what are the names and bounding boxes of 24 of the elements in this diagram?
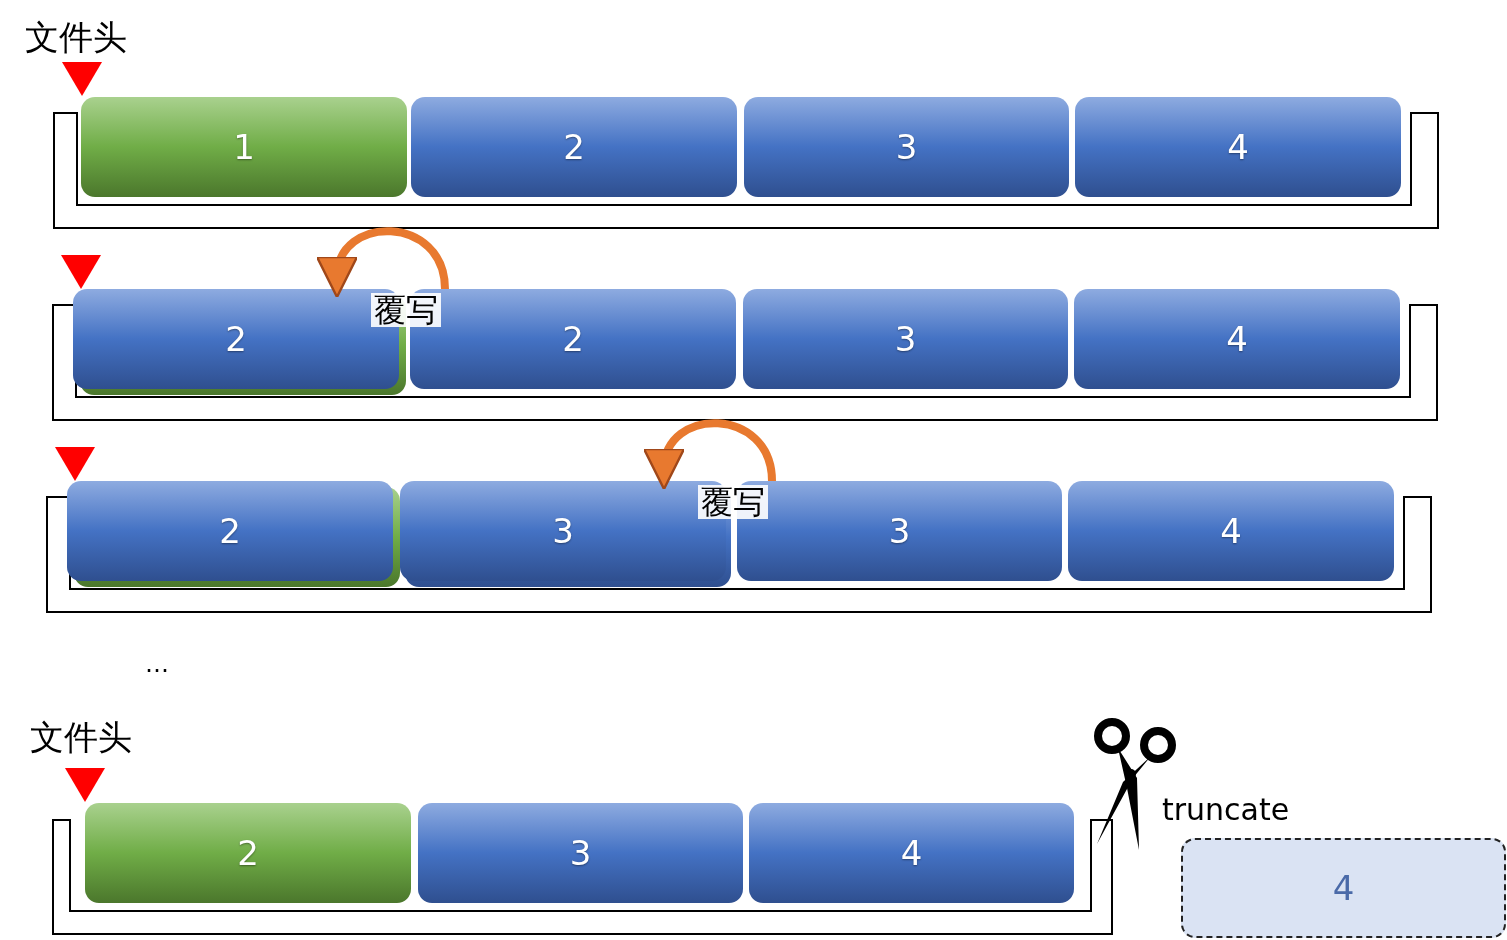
removed-block: 4 [1181,838,1506,938]
curved-arrow [318,227,449,298]
block: 2 [85,803,411,903]
caption-text: 文件头 [25,20,127,54]
tray-outline [52,289,1438,421]
curved-arrow [645,419,776,490]
block: 2 [411,97,737,197]
caption-text: truncate [1162,795,1290,825]
block: 2 [67,481,393,581]
caption-text: 文件头 [30,720,132,754]
tray-outline [52,803,1113,935]
block: 3 [418,803,743,903]
edge-label: 覆写 [698,485,768,519]
tray-outline [53,97,1439,229]
ellipsis-text: … [145,652,169,676]
block: 1 [81,97,407,197]
block: 4 [749,803,1074,903]
block: 4 [1075,97,1401,197]
block: 4 [1068,481,1394,581]
block: 3 [744,97,1069,197]
tray-outline [46,481,1432,613]
block: 4 [1074,289,1400,389]
block: 3 [743,289,1068,389]
edge-label: 覆写 [371,293,441,327]
